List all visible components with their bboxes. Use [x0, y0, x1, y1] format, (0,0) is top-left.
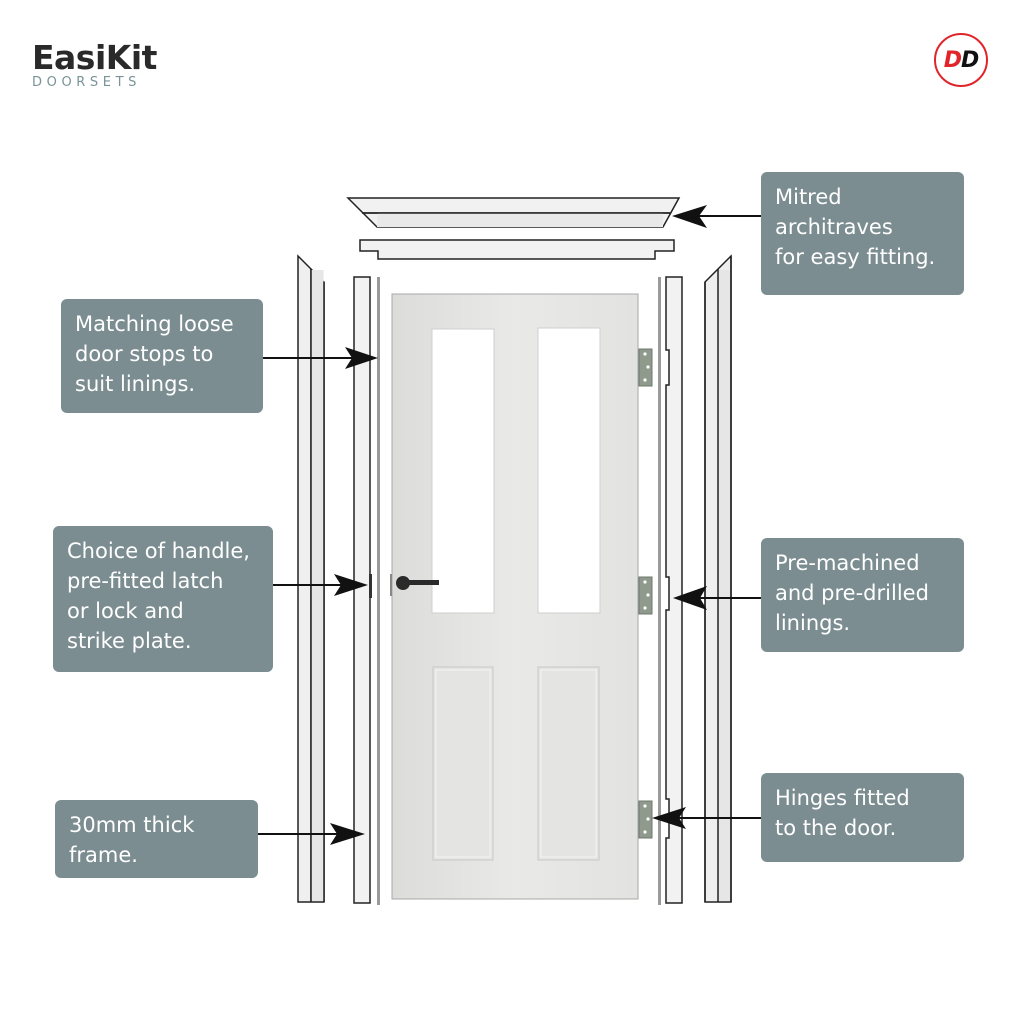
raised-panel-right: [537, 666, 600, 861]
callout-frame: 30mm thick frame.: [55, 800, 258, 878]
hinge-icon: [638, 576, 653, 615]
top-architrave: [346, 197, 681, 228]
brand-tagline: DOORSETS: [32, 75, 141, 90]
door-handle-icon: [396, 576, 439, 590]
glass-panel-left: [431, 328, 495, 614]
head-lining: [359, 239, 675, 260]
callout-handle: Choice of handle, pre-fitted latch or lo…: [53, 526, 273, 672]
hinge-icon: [638, 800, 653, 839]
callout-door-stops: Matching loose door stops to suit lining…: [61, 299, 263, 413]
strike-plate: [369, 574, 372, 598]
badge-letter-black: D: [961, 47, 979, 73]
brand-name: EasiKit: [32, 38, 157, 77]
right-lining: [665, 276, 683, 904]
brand-logo: EasiKit DOORSETS: [32, 40, 157, 90]
callout-architraves: Mitred architraves for easy fitting.: [761, 172, 964, 295]
callout-hinges: Hinges fitted to the door.: [761, 773, 964, 862]
door: [390, 293, 639, 900]
left-architrave: [297, 254, 325, 903]
right-door-stop: [658, 277, 661, 905]
left-door-stop: [377, 277, 380, 905]
hinge-icon: [638, 348, 653, 387]
raised-panel-left: [432, 666, 494, 861]
glass-panel-right: [537, 327, 601, 614]
right-architrave: [704, 254, 732, 903]
callout-linings: Pre-machined and pre-drilled linings.: [761, 538, 964, 652]
left-lining: [353, 276, 371, 904]
badge-letter-red: D: [943, 47, 962, 73]
